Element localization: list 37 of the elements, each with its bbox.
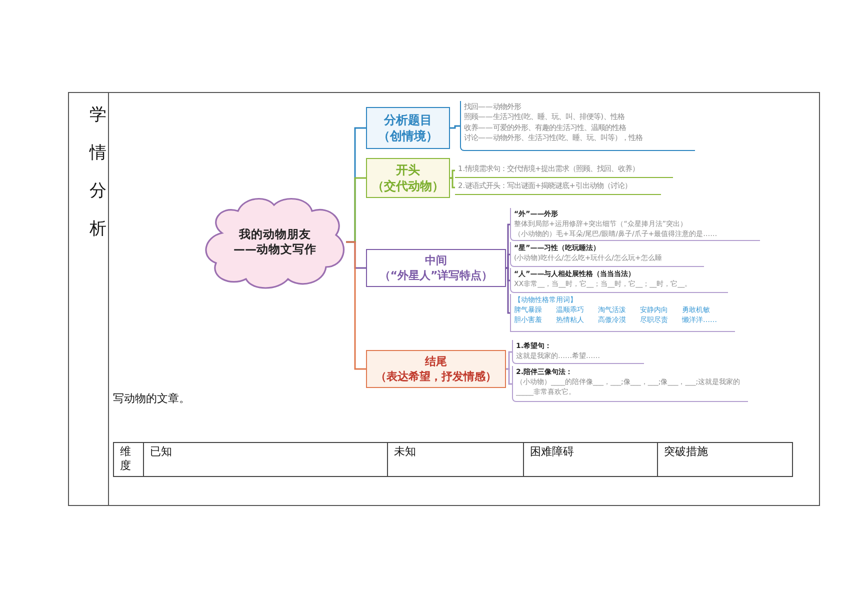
connector-line	[450, 177, 455, 188]
connector-line	[450, 125, 460, 129]
table-header: 困难障碍	[523, 442, 658, 477]
bracket-note	[460, 101, 695, 151]
bracket-note	[510, 268, 728, 293]
branch-heading: 开头	[395, 162, 421, 178]
word-list-panel	[510, 294, 735, 332]
branch-heading: 分析题目	[382, 112, 433, 128]
mind-map-title: 我的动物朋友——动物文写作	[233, 227, 317, 257]
connector-line	[506, 351, 512, 370]
underlined-note	[455, 163, 673, 178]
body-text: 写动物的文章。	[113, 391, 190, 406]
table-header: 已知	[143, 442, 388, 477]
connector-line	[450, 170, 455, 179]
table-header: 未知	[387, 442, 524, 477]
connector-line	[506, 267, 510, 314]
branch-box	[366, 158, 450, 198]
branch-box	[366, 350, 506, 388]
branch-heading: 中间	[424, 253, 448, 268]
table-header: 突破措施	[657, 442, 793, 477]
branch-box	[366, 249, 506, 287]
bracket-note	[510, 208, 760, 241]
branch-subheading: （“外星人”详写特点）	[378, 268, 494, 283]
table-header: 维度	[113, 442, 144, 477]
bracket-note	[510, 242, 704, 267]
branch-subheading: （表达希望，抒发情感）	[374, 369, 498, 384]
branch-subheading: （交代动物）	[371, 178, 445, 194]
connector-line	[506, 368, 512, 385]
bracket-note	[512, 340, 644, 364]
branch-heading: 结尾	[424, 354, 448, 369]
section-heading: 学情分析	[89, 104, 107, 241]
branch-box	[366, 107, 450, 149]
connector-line	[346, 241, 366, 370]
connector-line	[506, 254, 510, 269]
underlined-note	[455, 180, 661, 195]
branch-subheading: （创情境）	[377, 128, 439, 144]
bracket-note	[512, 366, 748, 402]
